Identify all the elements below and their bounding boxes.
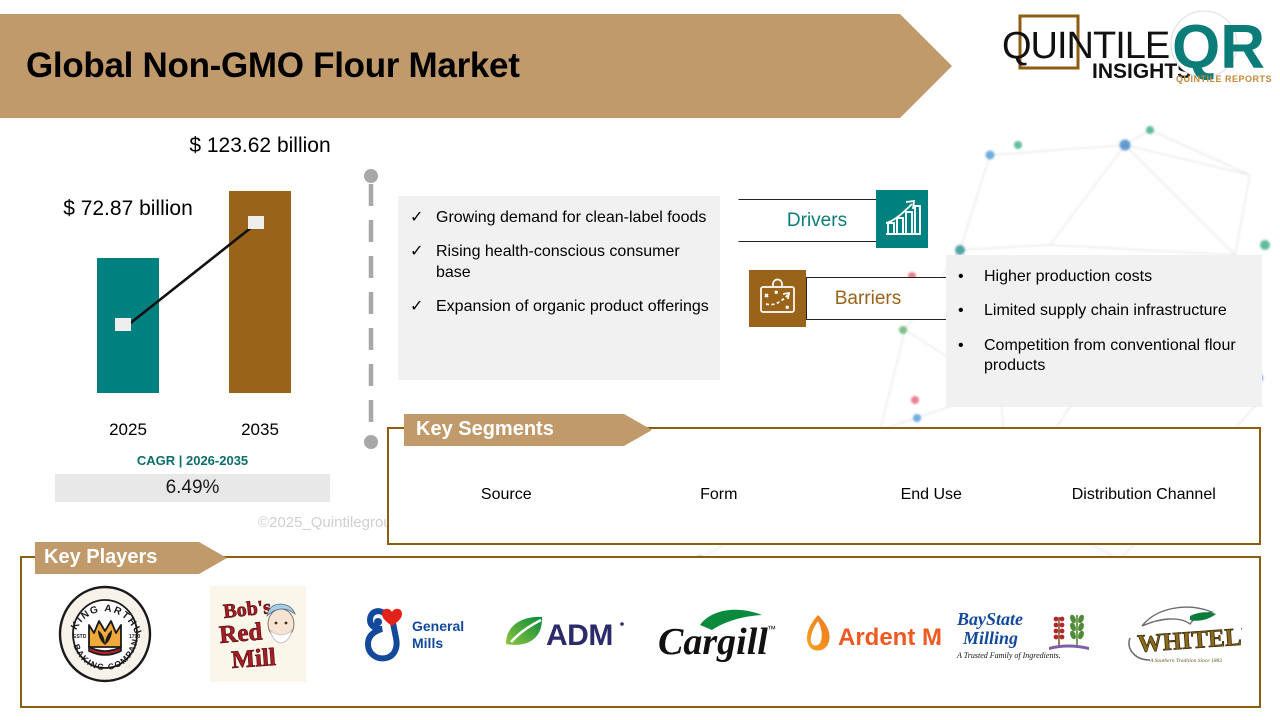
svg-text:Cargill: Cargill (658, 621, 768, 662)
strategy-clipboard-icon (749, 270, 806, 327)
axis-label-2025: 2025 (109, 420, 147, 439)
key-player-logo-cell[interactable]: General Mills (335, 582, 489, 686)
svg-text:1790: 1790 (129, 634, 140, 640)
quintile-reports-wordmark: QUINTILE REPORTS (1176, 74, 1272, 84)
svg-text:WHITELILY: WHITELILY (1137, 621, 1242, 658)
key-player-logo-cell[interactable]: BayState Milling A Trusted Family of Ing… (949, 582, 1103, 686)
barrier-text: Higher production costs (984, 268, 1153, 285)
check-icon: ✓ (410, 298, 424, 316)
list-item: • Competition from conventional flour pr… (958, 336, 1252, 377)
svg-text:Bob's: Bob's (222, 596, 272, 623)
list-item: ✓ Growing demand for clean-label foods (410, 208, 710, 228)
svg-text:Mills: Mills (412, 635, 443, 651)
brand-logo-group: QUINTILE INSIGHTS QR QUINTILE REPORTS (1002, 10, 1272, 84)
svg-text:ESTD: ESTD (73, 634, 87, 640)
bar-value-2025: $ 72.87 billion (63, 197, 193, 220)
svg-text:General: General (412, 618, 464, 634)
bobs-portrait (266, 603, 297, 644)
bar-2025 (97, 258, 159, 393)
cagr-value: 6.49% (55, 474, 330, 502)
key-player-logo-cell[interactable]: WHITELILY A Southern Tradition Since 188… (1103, 582, 1257, 686)
list-item: ✓ Rising health-conscious consumer base (410, 242, 710, 283)
driver-text: Growing demand for clean-label foods (436, 209, 707, 226)
bobs-red-mill-logo: Bob's Red Mill (210, 586, 307, 682)
key-player-logo-cell[interactable]: ADM (489, 582, 643, 686)
key-segments-tab-label: Key Segments (416, 418, 554, 440)
key-players-tab-label: Key Players (44, 546, 158, 568)
key-players-tab (35, 542, 227, 574)
drivers-ribbon-label: Drivers (786, 209, 848, 231)
svg-text:™: ™ (767, 624, 776, 634)
bar-2035 (229, 191, 291, 393)
white-lily-logo: WHITELILY A Southern Tradition Since 188… (1128, 606, 1242, 664)
svg-text:BayState: BayState (956, 609, 1023, 629)
list-item: • Limited supply chain infrastructure (958, 301, 1252, 321)
insights-wordmark: INSIGHTS (1092, 60, 1191, 83)
king-arthur-logo: KING ARTHUR BAKING COMPANY ESTD 1790 (56, 585, 151, 683)
svg-text:Red: Red (218, 618, 263, 649)
key-player-logo-cell[interactable]: KING ARTHUR BAKING COMPANY ESTD 1790 (28, 582, 182, 686)
cargill-logo: Cargill ™ (658, 609, 776, 662)
barriers-list: • Higher production costs • Limited supp… (958, 267, 1252, 391)
quintile-wordmark: QUINTILE (1002, 25, 1169, 67)
bar-value-2035: $ 123.62 billion (189, 134, 331, 157)
barriers-ribbon-label: Barriers (834, 287, 902, 309)
general-mills-logo: General Mills (364, 608, 464, 662)
header-banner (0, 14, 952, 118)
ardent-mills-logo: Ardent Mills (807, 615, 942, 651)
key-player-logo-cell[interactable]: Cargill ™ (642, 582, 796, 686)
driver-text: Expansion of organic product offerings (436, 298, 709, 316)
check-icon: ✓ (410, 243, 424, 261)
key-segments-tab (404, 414, 652, 446)
key-player-logo-cell[interactable]: Ardent Mills (796, 582, 950, 686)
segment-item[interactable]: End Use (900, 486, 962, 504)
svg-text:A Southern Tradition Since 188: A Southern Tradition Since 1883 (1149, 658, 1222, 664)
bullet-icon: • (958, 336, 964, 354)
copyright-text: ©2025_Quintilegroup (258, 514, 400, 531)
barriers-ribbon (806, 277, 948, 320)
list-item: • Higher production costs (958, 267, 1252, 287)
key-segments-panel (387, 427, 1261, 545)
qr-mark: QR (1172, 13, 1265, 82)
growth-bar-chart-icon (876, 190, 928, 248)
segment-item[interactable]: Form (700, 486, 738, 504)
list-item: ✓ Expansion of organic product offerings (410, 297, 710, 317)
bullet-icon: • (958, 302, 964, 320)
check-icon: ✓ (410, 209, 424, 226)
quintile-square-mark (1018, 14, 1080, 70)
barrier-text: Limited supply chain infrastructure (984, 302, 1227, 320)
axis-label-2035: 2035 (241, 420, 279, 439)
cagr-label: CAGR | 2026-2035 (136, 453, 249, 468)
drivers-list: ✓ Growing demand for clean-label foods ✓… (410, 208, 710, 332)
svg-text:Ardent Mills: Ardent Mills (838, 624, 942, 651)
svg-text:Milling: Milling (962, 628, 1018, 648)
adm-logo: ADM (506, 616, 625, 652)
key-player-logo-cell[interactable]: Bob's Red Mill (182, 582, 336, 686)
driver-text: Rising health-conscious consumer base (436, 243, 680, 281)
bay-state-milling-logo: BayState Milling A Trusted Family of Ing… (956, 609, 1089, 660)
drivers-ribbon (738, 199, 880, 242)
svg-text:Mill: Mill (231, 644, 277, 674)
segment-item[interactable]: Source (480, 486, 532, 504)
segment-item[interactable]: Distribution Channel (1071, 486, 1216, 504)
vertical-dashed-divider (364, 169, 378, 449)
barrier-text: Competition from conventional flour prod… (984, 336, 1236, 375)
svg-text:A Trusted Family of Ingredient: A Trusted Family of Ingredients. (956, 651, 1061, 660)
key-segments-items: Source Form End Use Distribution Channel (400, 460, 1250, 530)
qr-circle-backdrop (1170, 10, 1238, 78)
bullet-icon: • (958, 268, 964, 285)
svg-text:ADM: ADM (546, 619, 613, 652)
barriers-panel: • Higher production costs • Limited supp… (946, 255, 1262, 407)
key-players-logo-row: KING ARTHUR BAKING COMPANY ESTD 1790 (28, 578, 1256, 690)
drivers-panel: ✓ Growing demand for clean-label foods ✓… (398, 196, 720, 380)
page-title: Global Non-GMO Flour Market (26, 46, 520, 85)
